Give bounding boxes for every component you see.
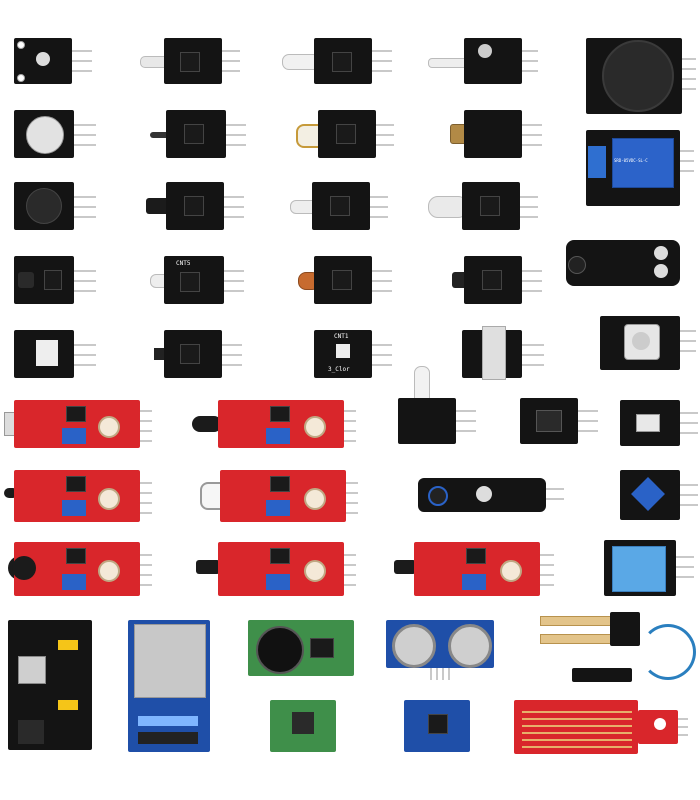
module-mini-buck bbox=[270, 700, 340, 756]
module-soil-moisture bbox=[540, 612, 696, 684]
module-rotary-encoder bbox=[600, 316, 698, 372]
module-photoresistor bbox=[298, 256, 398, 306]
module-pot bbox=[620, 470, 700, 524]
module-red-linear-hall bbox=[196, 542, 360, 598]
module-rtc bbox=[248, 620, 358, 680]
cnt5-label: CNT5 bbox=[176, 260, 191, 267]
module-red-sound bbox=[4, 542, 156, 598]
color-label: 3_Clor bbox=[328, 366, 350, 373]
module-red-flame bbox=[192, 400, 358, 450]
module-clear-led bbox=[282, 38, 392, 86]
module-accelerometer bbox=[404, 700, 474, 756]
module-joystick bbox=[586, 38, 696, 118]
module-thermistor bbox=[150, 110, 250, 160]
module-ir-receiver bbox=[146, 182, 246, 232]
module-passive-buzzer bbox=[14, 182, 104, 232]
relay-label: SRD-05VDC-SL-C bbox=[614, 158, 648, 163]
module-ir-tracker-long bbox=[418, 478, 568, 514]
module-sd-card bbox=[128, 620, 212, 754]
module-relay: SRD-05VDC-SL-C bbox=[586, 130, 696, 210]
module-button bbox=[452, 256, 552, 306]
module-buzzer bbox=[14, 110, 104, 160]
module-laser bbox=[450, 110, 550, 160]
module-two-color-led bbox=[398, 366, 478, 452]
module-red-hall bbox=[4, 400, 152, 450]
module-temp-probe bbox=[428, 38, 538, 86]
module-breadboard-power bbox=[8, 620, 92, 752]
module-tilt-switch bbox=[14, 256, 104, 306]
module-tracker bbox=[14, 330, 104, 380]
module-water-level bbox=[514, 700, 690, 758]
module-mini-switch bbox=[620, 400, 700, 450]
module-rgb-cnt1: CNT1 3_Clor bbox=[314, 330, 414, 380]
module-knock bbox=[520, 398, 600, 448]
module-ir-led bbox=[140, 38, 240, 86]
module-magic-cup bbox=[462, 326, 552, 380]
module-ultrasonic bbox=[386, 620, 496, 680]
module-ir-emitter bbox=[428, 182, 538, 232]
module-led bbox=[14, 38, 94, 86]
module-photo-interrupter-cnt5: CNT5 bbox=[150, 256, 250, 306]
module-mini-reed bbox=[290, 182, 390, 232]
module-rgb-led-smd bbox=[154, 330, 254, 380]
module-red-analog-temp bbox=[394, 542, 560, 598]
module-red-reed bbox=[200, 470, 360, 524]
module-ir-obstacle bbox=[566, 240, 686, 290]
module-red-temp bbox=[4, 470, 156, 524]
module-dht11 bbox=[604, 540, 696, 600]
cnt1-label: CNT1 bbox=[334, 333, 349, 340]
module-reed-switch bbox=[296, 110, 396, 160]
